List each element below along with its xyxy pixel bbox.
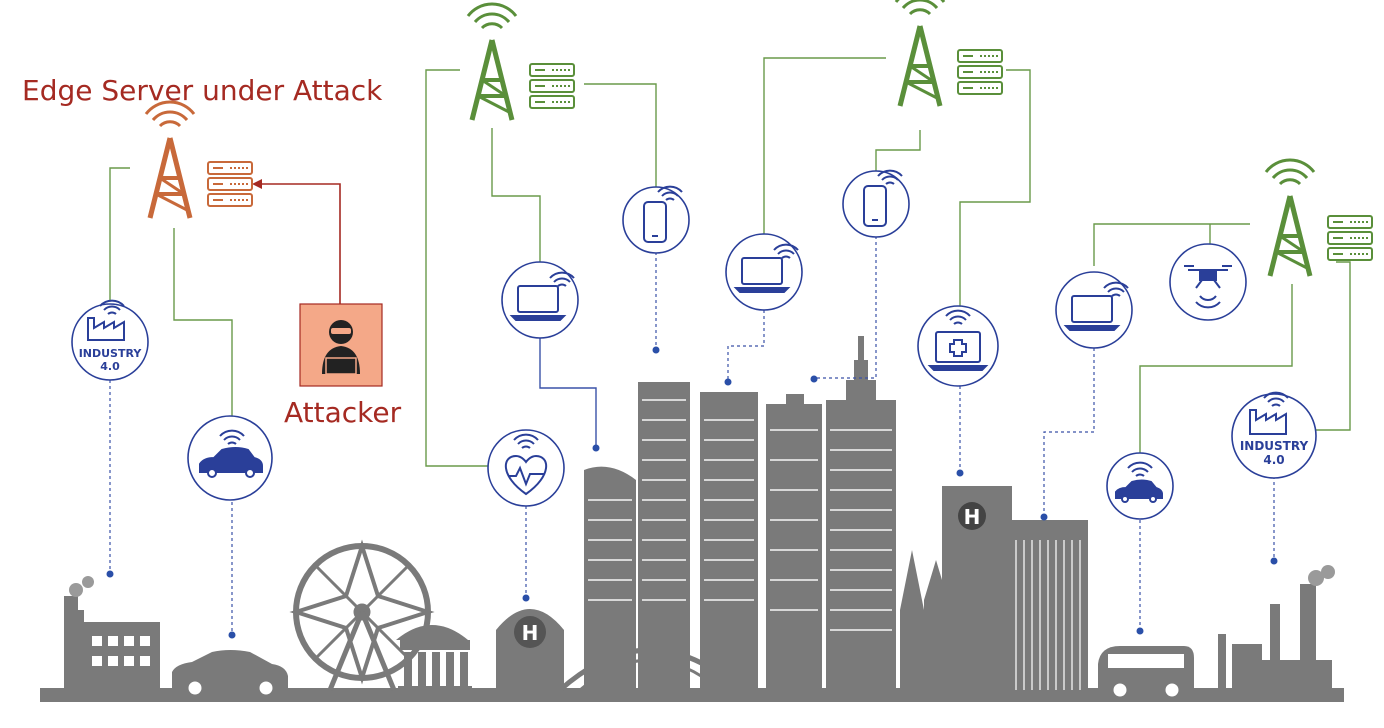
drop-endpoints (106, 346, 1278, 639)
factory-right (1218, 565, 1335, 690)
car-icon (1115, 461, 1163, 503)
tower-icon (896, 0, 944, 106)
museum-building (396, 625, 472, 690)
edge-server-1 (468, 4, 575, 120)
server-rack-icon (207, 161, 253, 207)
health-monitor (487, 429, 565, 507)
city-skyline (64, 336, 1335, 702)
tower-window-stripes (588, 399, 892, 631)
server-rack-icon (957, 49, 1003, 95)
bus (1098, 646, 1194, 702)
industry-badge-line2-left: 4.0 (100, 360, 120, 373)
attack-link (252, 179, 341, 304)
attacker-label: Attacker (284, 396, 402, 429)
medical-tablet (917, 305, 999, 387)
car-icon (199, 429, 263, 478)
factory-icon (1249, 391, 1289, 435)
edge-server-attacked (146, 102, 253, 218)
tower-icon (146, 102, 194, 218)
edge-server-under-attack-label: Edge Server under Attack (22, 74, 383, 107)
heart-rate-icon (504, 433, 548, 496)
factory-icon (87, 299, 125, 341)
drone-icon (1184, 265, 1232, 309)
edge-server-3 (1266, 160, 1373, 276)
ground-strip (40, 688, 1344, 702)
smartphone-1 (622, 186, 690, 254)
central-towers (584, 336, 896, 690)
industry-badge-line1-right: INDUSTRY (1240, 439, 1309, 453)
smartphone-2 (842, 170, 910, 238)
smartphone-icon (643, 185, 683, 243)
medical-tablet-icon (927, 309, 989, 371)
attacker-box (299, 303, 383, 387)
edge-server-2 (896, 0, 1003, 106)
edge-links-green (109, 57, 1351, 467)
server-rack-icon (1327, 215, 1373, 261)
smartphone-icon (863, 169, 903, 227)
server-rack-icon (529, 63, 575, 109)
hospital-mark-left: H (522, 621, 539, 645)
laptop-icon (733, 243, 799, 293)
laptop-icon (509, 271, 575, 321)
drone (1169, 243, 1247, 321)
device-drop-lines (109, 236, 1275, 634)
cathedral (900, 550, 948, 690)
car-left (172, 650, 288, 700)
industry-4-0-badge-left (71, 303, 149, 381)
tower-icon (468, 4, 516, 120)
hospital-mark-right: H (964, 505, 981, 529)
device-links-blue (539, 338, 597, 448)
industry-4-0-badge-right (1231, 393, 1317, 479)
tower-icon (1266, 160, 1314, 276)
ferris-wheel (289, 539, 435, 691)
hacker-icon (322, 320, 360, 375)
industry-badge-line1-left: INDUSTRY (79, 347, 143, 360)
industry-badge-line2-right: 4.0 (1263, 453, 1284, 467)
laptop-icon (1063, 281, 1129, 331)
factory-left (64, 576, 160, 690)
